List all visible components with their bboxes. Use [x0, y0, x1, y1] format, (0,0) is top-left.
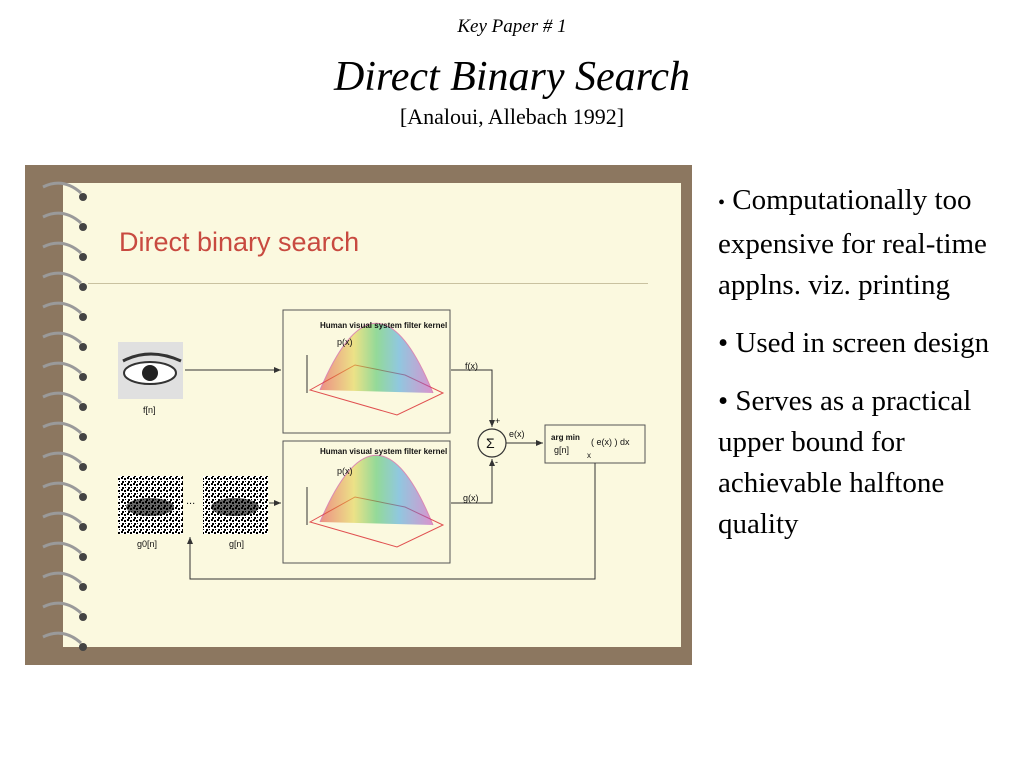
bullet-item: • Serves as a practical upper bound for …: [718, 381, 1018, 545]
bullet-marker: •: [718, 192, 726, 214]
gaussian-mesh-bottom: [306, 454, 445, 548]
feedback-loop: [189, 463, 596, 580]
argmin-box: [544, 424, 646, 464]
e-tilde-label: e(x): [509, 429, 525, 439]
filter-box-bottom-label: Human visual system filter kernel: [320, 447, 448, 456]
initial-eye-label: g0[n]: [137, 539, 158, 549]
plus-sign: +: [495, 416, 501, 426]
gaussian-mesh-top: [306, 322, 445, 416]
argmin-expression: ( e(x) ) dx: [591, 437, 630, 447]
bullet-list: • Computationally too expensive for real…: [718, 180, 1018, 562]
g-tilde-label: g(x): [463, 493, 479, 503]
embedded-slide-figure: Direct binary search: [25, 165, 692, 665]
block-diagram: [118, 309, 646, 580]
initial-halftone-eye-image: [118, 476, 183, 534]
arrow-filter-bottom-to-sum: [451, 459, 493, 504]
arrow-filter-top-to-sum: [451, 369, 493, 427]
halftone-eye-image: [203, 476, 268, 534]
argmin-x: x: [587, 451, 591, 460]
bullet-marker: •: [718, 327, 729, 359]
minus-sign: -: [495, 457, 498, 467]
bullet-text: Serves as a practical upper bound for ac…: [718, 385, 972, 540]
bullet-marker: •: [718, 385, 729, 417]
argmin-line1: arg min: [551, 433, 580, 442]
bullet-item: • Used in screen design: [718, 323, 1018, 364]
slide-subtitle: [Analoui, Allebach 1992]: [399, 104, 625, 129]
original-eye-label: f[n]: [143, 405, 156, 415]
slide-title: Direct Binary Search: [333, 54, 691, 100]
figure-divider: [88, 283, 648, 284]
spiral-holes: [79, 193, 87, 651]
sigma-symbol: Σ: [486, 435, 495, 451]
bullet-text: Computationally too expensive for real-t…: [718, 184, 987, 301]
halftone-eye-label: g[n]: [229, 539, 245, 549]
original-eye-image: [118, 342, 183, 399]
figure-title: Direct binary search: [119, 227, 360, 257]
argmin-line2: g[n]: [554, 445, 570, 455]
spiral-binding: [42, 181, 87, 651]
slide-kicker: Key Paper # 1: [457, 16, 567, 37]
f-tilde-label: f(x): [465, 361, 478, 371]
bullet-text: Used in screen design: [735, 327, 990, 359]
bullet-item: • Computationally too expensive for real…: [718, 180, 1018, 306]
p-label-bottom: p(x): [337, 466, 353, 476]
filter-box-top-label: Human visual system filter kernel: [320, 321, 448, 330]
ellipsis: ...: [186, 495, 196, 507]
spiral-rings: [42, 181, 82, 645]
p-label-top: p(x): [337, 337, 353, 347]
